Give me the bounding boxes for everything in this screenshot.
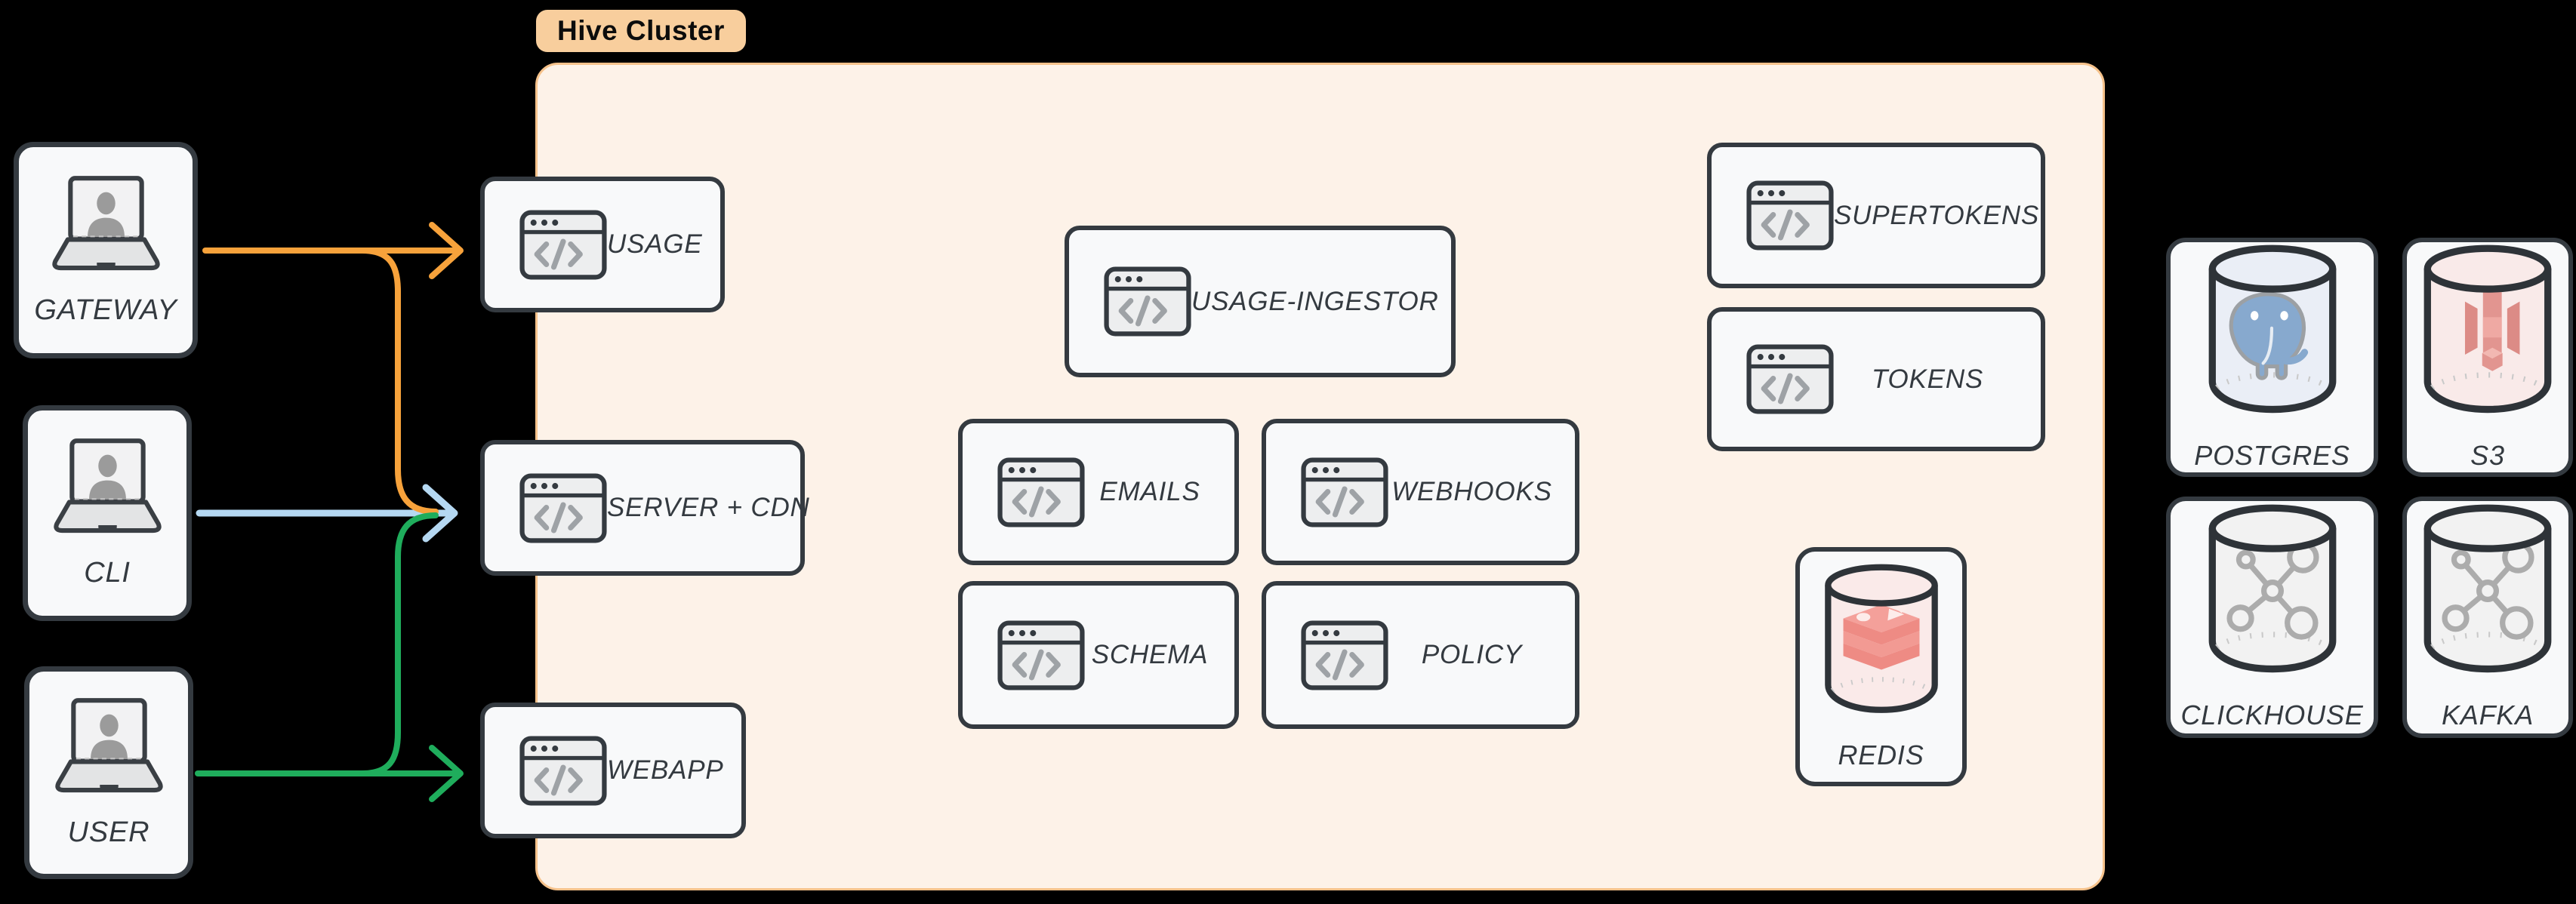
node-label: CLICKHOUSE (2180, 700, 2364, 730)
arrowhead-usage-icon (429, 222, 464, 279)
edge-user-servercdn-branch (359, 512, 439, 776)
redis-database-cylinder-icon (1823, 563, 1940, 718)
arrowhead-webapp-icon (429, 745, 464, 802)
node-policy: POLICY (1262, 581, 1579, 729)
code-window-icon (1104, 266, 1191, 337)
node-kafka: KAFKA (2402, 497, 2573, 738)
node-webapp: WEBAPP (480, 703, 746, 838)
node-label: USAGE-INGESTOR (1191, 286, 1439, 316)
node-emails: EMAILS (958, 419, 1239, 565)
kafka-database-cylinder-icon (2421, 503, 2554, 678)
node-label: GATEWAY (34, 294, 177, 326)
node-supertokens: SUPERTOKENS (1707, 143, 2045, 288)
node-s3: S3 (2402, 238, 2573, 477)
code-window-icon (1746, 180, 1834, 251)
node-label: WEBHOOKS (1391, 477, 1552, 506)
arrowhead-servercdn-icon (422, 484, 458, 543)
code-window-icon (519, 210, 607, 280)
code-window-icon (1746, 344, 1834, 414)
code-window-icon (997, 620, 1085, 690)
node-redis: REDIS (1795, 547, 1967, 786)
node-schema: SCHEMA (958, 581, 1239, 729)
node-label: WEBAPP (607, 755, 724, 785)
code-window-icon (1301, 620, 1388, 690)
code-window-icon (519, 473, 607, 543)
node-label: CLI (84, 557, 131, 589)
hive-cluster-label: Hive Cluster (536, 10, 746, 52)
node-label: USER (67, 816, 150, 848)
node-label: TOKENS (1871, 364, 1984, 394)
laptop-user-icon (40, 174, 172, 273)
laptop-user-icon (42, 437, 174, 536)
node-cli: CLI (23, 405, 192, 621)
node-label: POLICY (1421, 640, 1523, 669)
edge-gateway-servercdn-branch (359, 248, 439, 515)
node-postgres: POSTGRES (2166, 238, 2378, 477)
node-webhooks: WEBHOOKS (1262, 419, 1579, 565)
node-clickhouse: CLICKHOUSE (2166, 497, 2378, 738)
node-label: SUPERTOKENS (1834, 200, 2040, 230)
node-label: POSTGRES (2194, 439, 2350, 471)
s3-database-cylinder-icon (2421, 244, 2554, 419)
node-label: USAGE (607, 229, 703, 259)
node-label: KAFKA (2441, 700, 2534, 730)
node-label: SCHEMA (1091, 640, 1209, 669)
node-tokens: TOKENS (1707, 307, 2045, 451)
postgres-database-cylinder-icon (2206, 244, 2339, 419)
node-label: EMAILS (1099, 477, 1200, 506)
node-usage-ingestor: USAGE-INGESTOR (1065, 226, 1456, 377)
node-label: S3 (2470, 439, 2505, 471)
node-user: USER (24, 666, 193, 879)
clickhouse-database-cylinder-icon (2206, 503, 2339, 678)
node-server-cdn: SERVER + CDN (480, 440, 809, 576)
node-label: REDIS (1838, 739, 1924, 770)
node-gateway: GATEWAY (14, 142, 198, 358)
code-window-icon (519, 736, 607, 806)
node-label: SERVER + CDN (607, 493, 810, 522)
code-window-icon (997, 457, 1085, 527)
code-window-icon (1301, 457, 1388, 527)
node-usage: USAGE (480, 177, 725, 312)
laptop-user-icon (43, 696, 175, 795)
